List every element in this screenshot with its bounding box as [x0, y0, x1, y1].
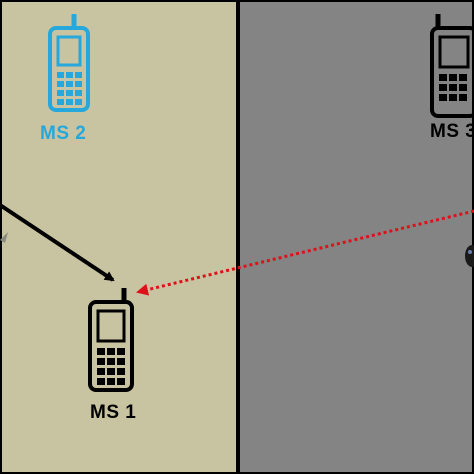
ms3-phone-icon: [430, 14, 474, 118]
left-cell-region: [0, 0, 238, 474]
link-arrow-to-ms1: [0, 203, 115, 282]
right-cell-region: [238, 0, 474, 474]
ms2-label: MS 2: [40, 123, 87, 144]
partial-antenna-mark: [0, 232, 8, 243]
ms2-phone-icon: [48, 14, 90, 112]
ms1-label: MS 1: [90, 402, 137, 423]
partial-device-icon: [465, 245, 474, 267]
ms3-label: MS 3: [430, 121, 474, 142]
ms1-phone-icon: [88, 288, 134, 392]
interference-arrow-to-ms1: [136, 209, 474, 296]
